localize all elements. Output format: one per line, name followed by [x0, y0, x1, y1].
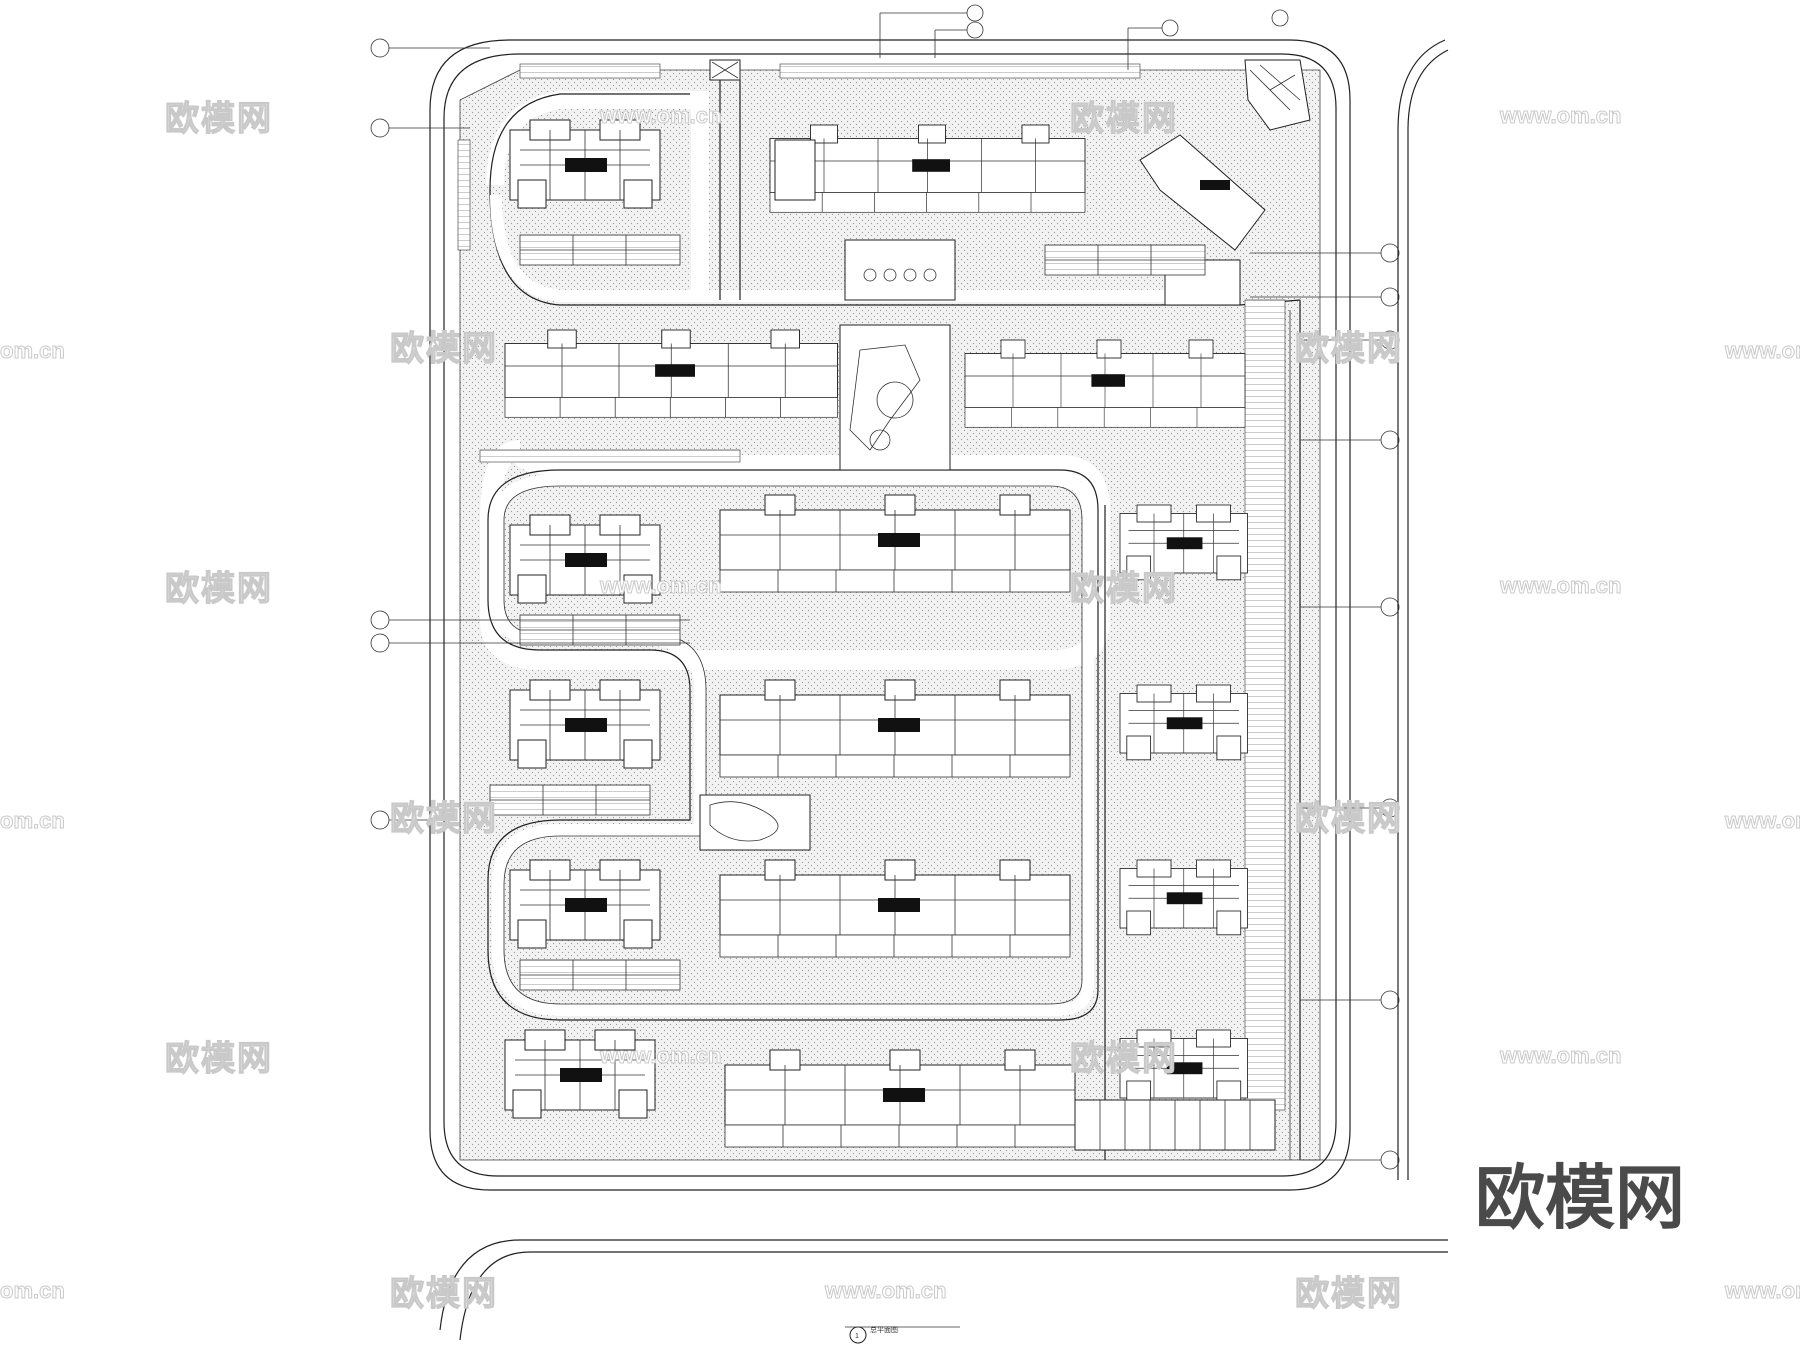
site-boundary-inner: [443, 53, 1337, 1177]
watermark-url: www.om.cn: [1724, 1278, 1800, 1303]
building: [964, 339, 1246, 428]
watermark-url: om.cn: [0, 808, 65, 833]
entrance-pavilion: [1244, 59, 1311, 131]
watermark-text: 欧模网: [1070, 99, 1178, 139]
building: [509, 119, 661, 209]
callout-leaders-east: [1250, 243, 1400, 1170]
watermark-url: om.cn: [0, 1278, 65, 1303]
south-road-inner-curb: [459, 1251, 1448, 1341]
building: [724, 1049, 1076, 1148]
watermark-url: www.om.cn: [599, 103, 721, 128]
watermark-url: www.om.cn: [599, 1043, 721, 1068]
north-plaza: [844, 239, 956, 301]
watermark-url: www.om.cn: [1499, 573, 1621, 598]
watermark-url: www.om.cn: [1499, 103, 1621, 128]
watermark-text: 欧模网: [1070, 569, 1178, 609]
central-garden: [839, 324, 951, 471]
watermark-url: www.om.cn: [1499, 1043, 1621, 1068]
building: [1119, 684, 1248, 761]
building: [509, 859, 661, 949]
building: [719, 859, 1071, 958]
building: [769, 124, 1086, 213]
site-boundary-outer: [429, 39, 1351, 1191]
plan-caption-number: 1: [855, 1333, 859, 1340]
building: [509, 679, 661, 769]
clubhouse: [1139, 134, 1266, 251]
watermark-url: www.om.cn: [1724, 338, 1800, 363]
brand-logo: 欧模网: [1475, 1157, 1685, 1239]
callout-leaders-north: [879, 4, 1289, 70]
watermarks: 欧模网 欧模网 欧模网 欧模网 欧模网 欧模网 欧模网 欧模网 欧模网 欧模网 …: [0, 98, 1800, 1314]
watermark-text: 欧模网: [165, 1039, 273, 1079]
building: [719, 679, 1071, 778]
watermark-text: 欧模网: [1295, 799, 1403, 839]
east-parking-strip: [1244, 299, 1286, 1111]
callout-leaders-west: [370, 38, 690, 830]
plan-caption-title: 总平面图: [870, 1325, 898, 1334]
watermark-url: www.om.cn: [599, 573, 721, 598]
watermark-text: 欧模网: [165, 99, 273, 139]
watermark-url: www.om.cn: [824, 1278, 946, 1303]
building: [504, 329, 838, 418]
building: [719, 494, 1071, 593]
watermark-text: 欧模网: [390, 329, 498, 369]
internal-loop-road: [487, 469, 1099, 1021]
building: [774, 139, 816, 201]
watermark-text: 欧模网: [165, 569, 273, 609]
east-road-curb: [1397, 39, 1446, 1180]
watermark-text: 欧模网: [390, 799, 498, 839]
watermark-url: om.cn: [0, 338, 65, 363]
east-road-inner-curb: [1407, 49, 1449, 1180]
watermark-url: www.om.cn: [1724, 808, 1800, 833]
watermark-text: 欧模网: [1295, 329, 1403, 369]
plan-caption: 1 总平面图: [845, 1325, 960, 1344]
watermark-text: 欧模网: [1295, 1274, 1403, 1314]
south-road-curb: [439, 1239, 1448, 1331]
building: [1119, 859, 1248, 936]
watermark-text: 欧模网: [1070, 1039, 1178, 1079]
watermark-text: 欧模网: [390, 1274, 498, 1314]
